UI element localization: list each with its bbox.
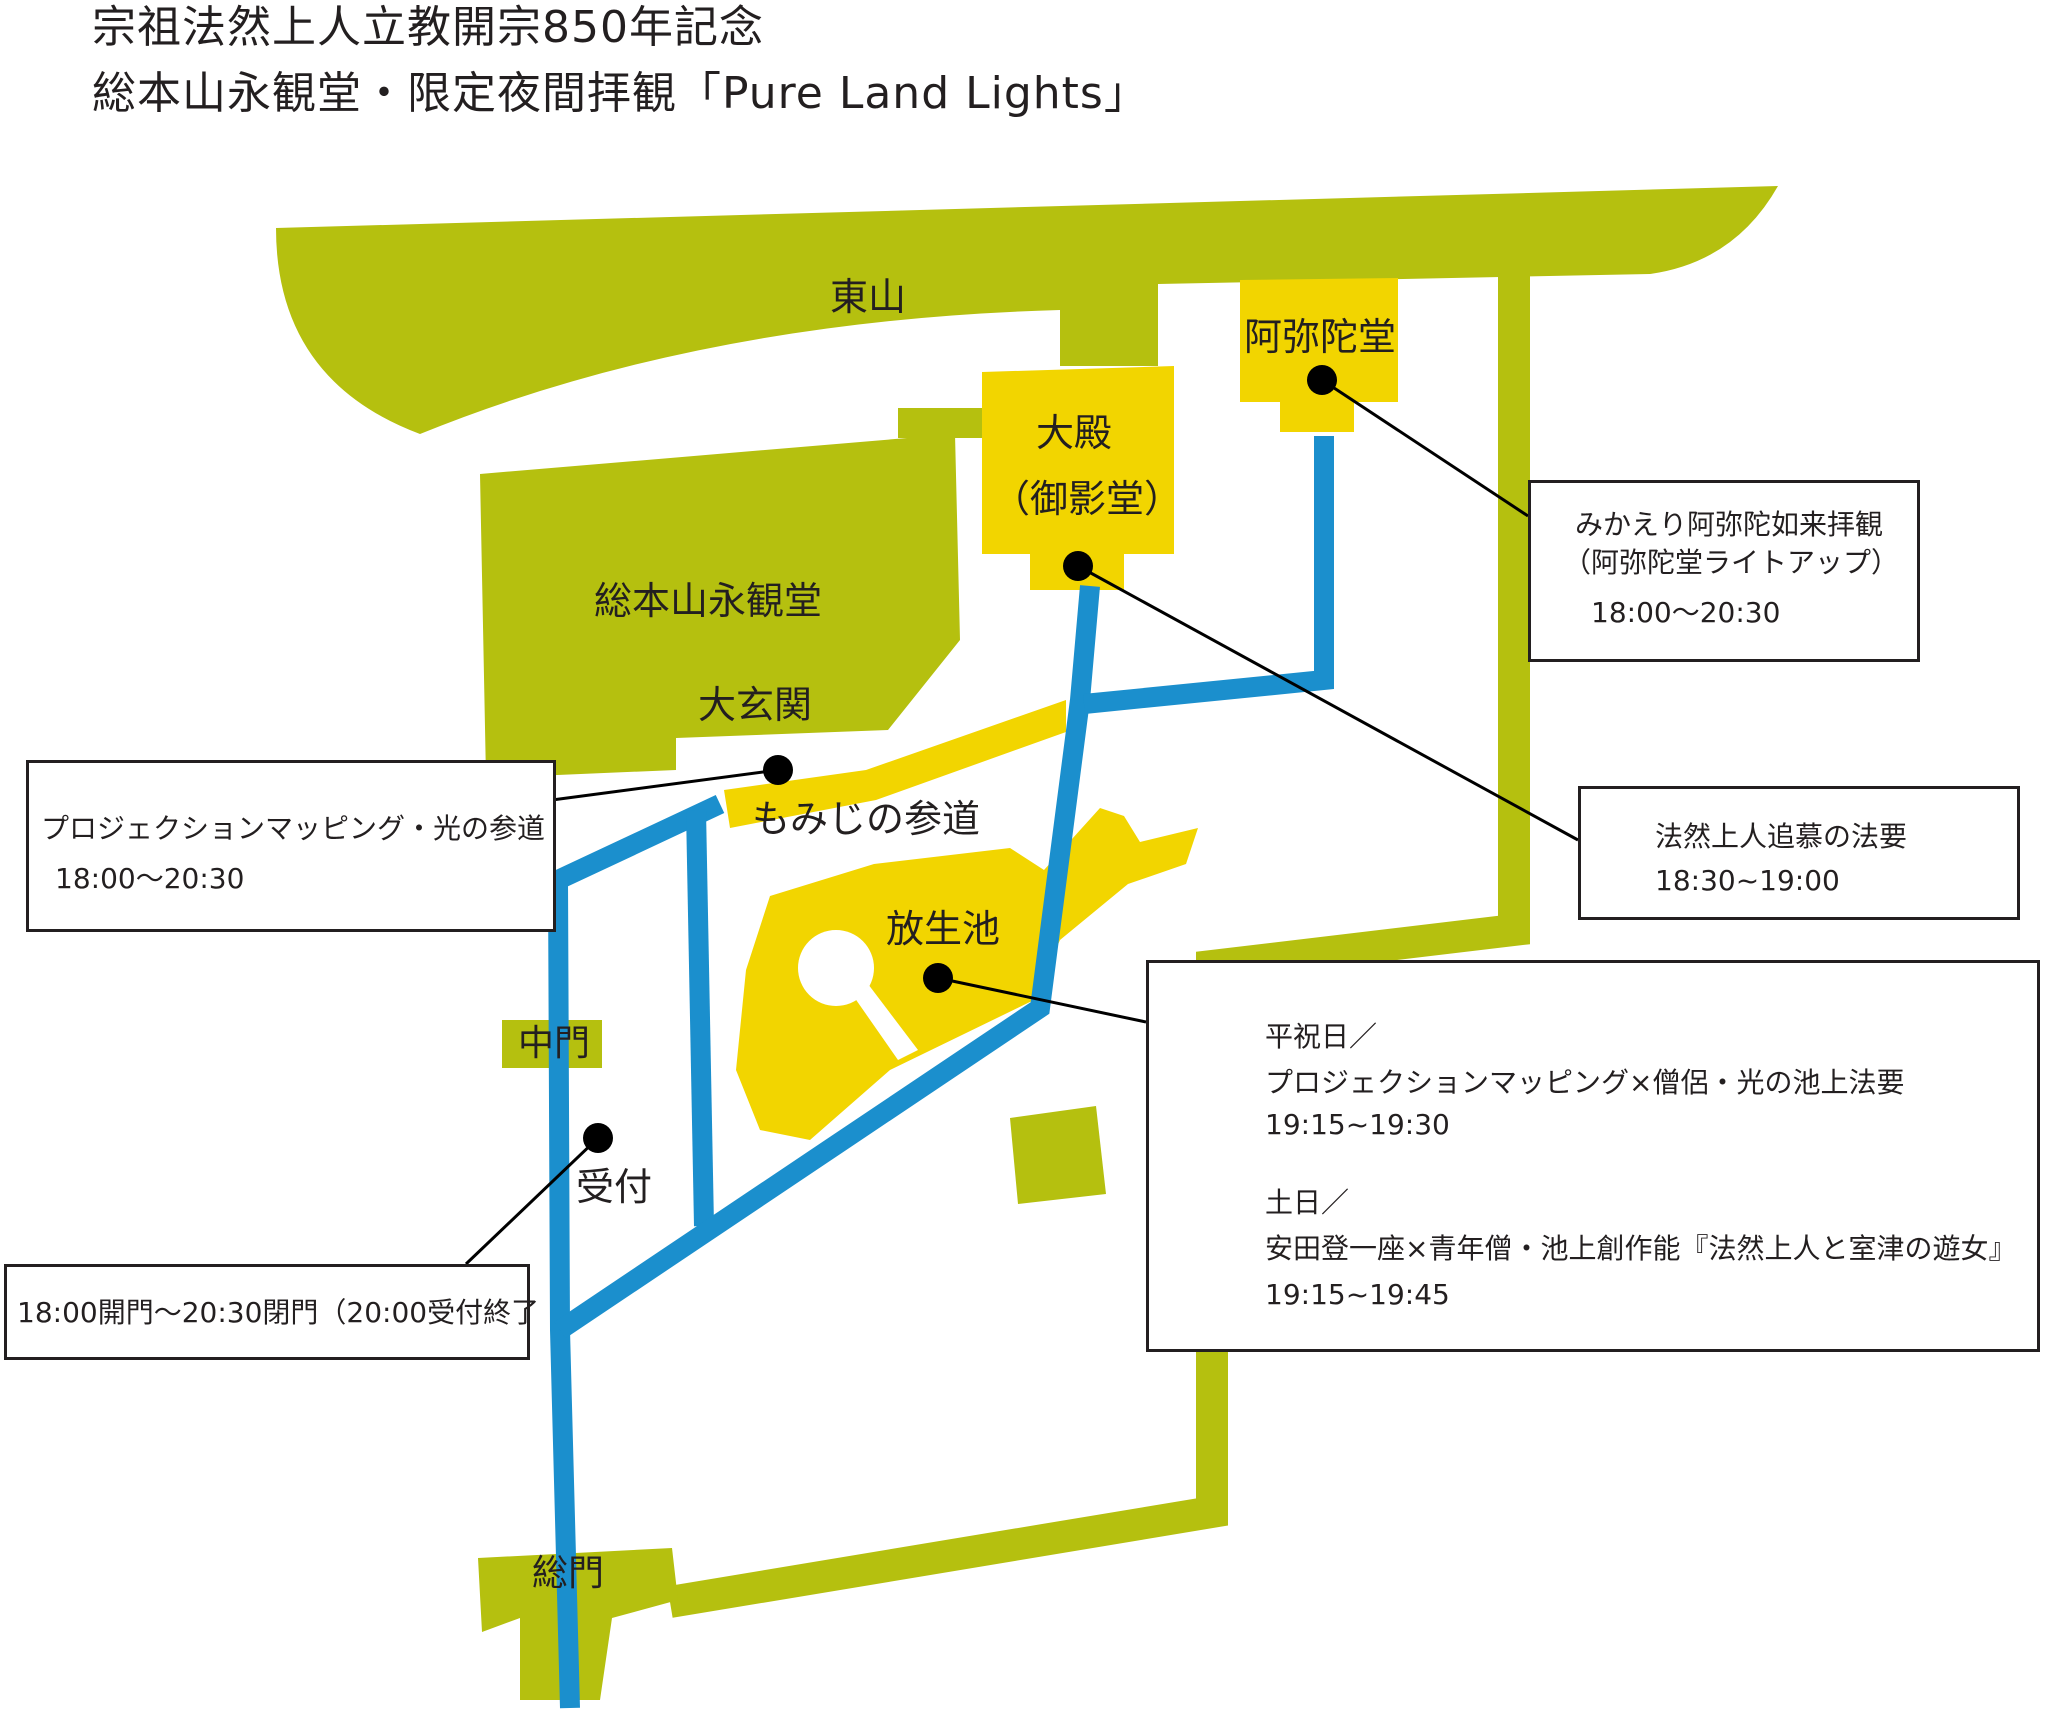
daiden-building xyxy=(982,366,1174,590)
pond-causeway xyxy=(852,984,918,1060)
label-somon: 総門 xyxy=(532,1553,605,1594)
label-chumon: 中門 xyxy=(518,1023,591,1064)
eikando-area xyxy=(480,434,960,778)
hojoike-pond xyxy=(736,808,1198,1140)
label-uketsuke: 受付 xyxy=(576,1165,653,1209)
markers xyxy=(583,365,1337,1153)
label-daigenkan: 大玄関 xyxy=(698,683,813,727)
leader-lines xyxy=(464,378,1579,1266)
somon-gate-area xyxy=(478,1548,678,1700)
pond-weekend-desc: 安田登一座×青年僧・池上創作能『法然上人と室津の遊女』 xyxy=(1265,1232,2017,1265)
label-daiden: 大殿 xyxy=(1036,411,1113,455)
projection-path-title: プロジェクションマッピング・光の参道 xyxy=(41,812,546,845)
mikaeri-title: みかえり阿弥陀如来拝観 xyxy=(1575,508,1884,541)
higashiyama-area xyxy=(276,186,1778,434)
label-eikando: 総本山永観堂 xyxy=(594,579,823,623)
title-line1: 宗祖法然上人立教開宗850年記念 xyxy=(92,2,764,53)
label-amidado: 阿弥陀堂 xyxy=(1244,315,1397,359)
event-box-pond: 平祝日／ プロジェクションマッピング×僧侶・光の池上法要 19:15~19:30… xyxy=(1146,960,2040,1352)
pond-weekday-time: 19:15~19:30 xyxy=(1265,1108,1450,1141)
memorial-time: 18:30~19:00 xyxy=(1655,864,1840,897)
visitor-route xyxy=(547,436,1334,1709)
mikaeri-time: 18:00〜20:30 xyxy=(1591,596,1781,629)
event-box-reception: 18:00開門〜20:30閉門（20:00受付終了 xyxy=(4,1264,539,1360)
pond-weekend-label: 土日／ xyxy=(1265,1186,1350,1219)
amidado-building xyxy=(1240,278,1398,432)
label-mieido: （御影堂） xyxy=(992,477,1183,521)
ground-connector xyxy=(898,408,984,438)
pond-weekday-desc: プロジェクションマッピング×僧侶・光の池上法要 xyxy=(1265,1066,1905,1099)
momiji-path xyxy=(724,700,1066,828)
pond-island xyxy=(798,930,874,1006)
pond-weekday-label: 平祝日／ xyxy=(1265,1020,1378,1053)
marker-daiden xyxy=(1063,551,1093,581)
mikaeri-subtitle: （阿弥陀堂ライトアップ） xyxy=(1563,546,1900,579)
reception-hours: 18:00開門〜20:30閉門（20:00受付終了 xyxy=(17,1296,540,1329)
marker-momiji xyxy=(763,755,793,785)
label-hojoike: 放生池 xyxy=(886,907,1001,951)
marker-pond xyxy=(923,963,953,993)
marker-uketsuke xyxy=(583,1123,613,1153)
memorial-title: 法然上人追慕の法要 xyxy=(1655,820,1908,853)
event-box-mikaeri: みかえり阿弥陀如来拝観 （阿弥陀堂ライトアップ） 18:00〜20:30 xyxy=(1528,480,1920,662)
label-momiji: もみじの参道 xyxy=(752,797,981,841)
marker-amidado xyxy=(1307,365,1337,395)
projection-path-time: 18:00〜20:30 xyxy=(55,862,245,895)
title-line2: 総本山永観堂・限定夜間拝観「Pure Land Lights」 xyxy=(92,68,1149,119)
green-square xyxy=(1010,1106,1106,1204)
pond-weekend-time: 19:15~19:45 xyxy=(1265,1278,1450,1311)
label-higashiyama: 東山 xyxy=(830,275,907,319)
event-box-projection-path: プロジェクションマッピング・光の参道 18:00〜20:30 xyxy=(26,760,556,932)
event-box-memorial: 法然上人追慕の法要 18:30~19:00 xyxy=(1578,786,2020,920)
